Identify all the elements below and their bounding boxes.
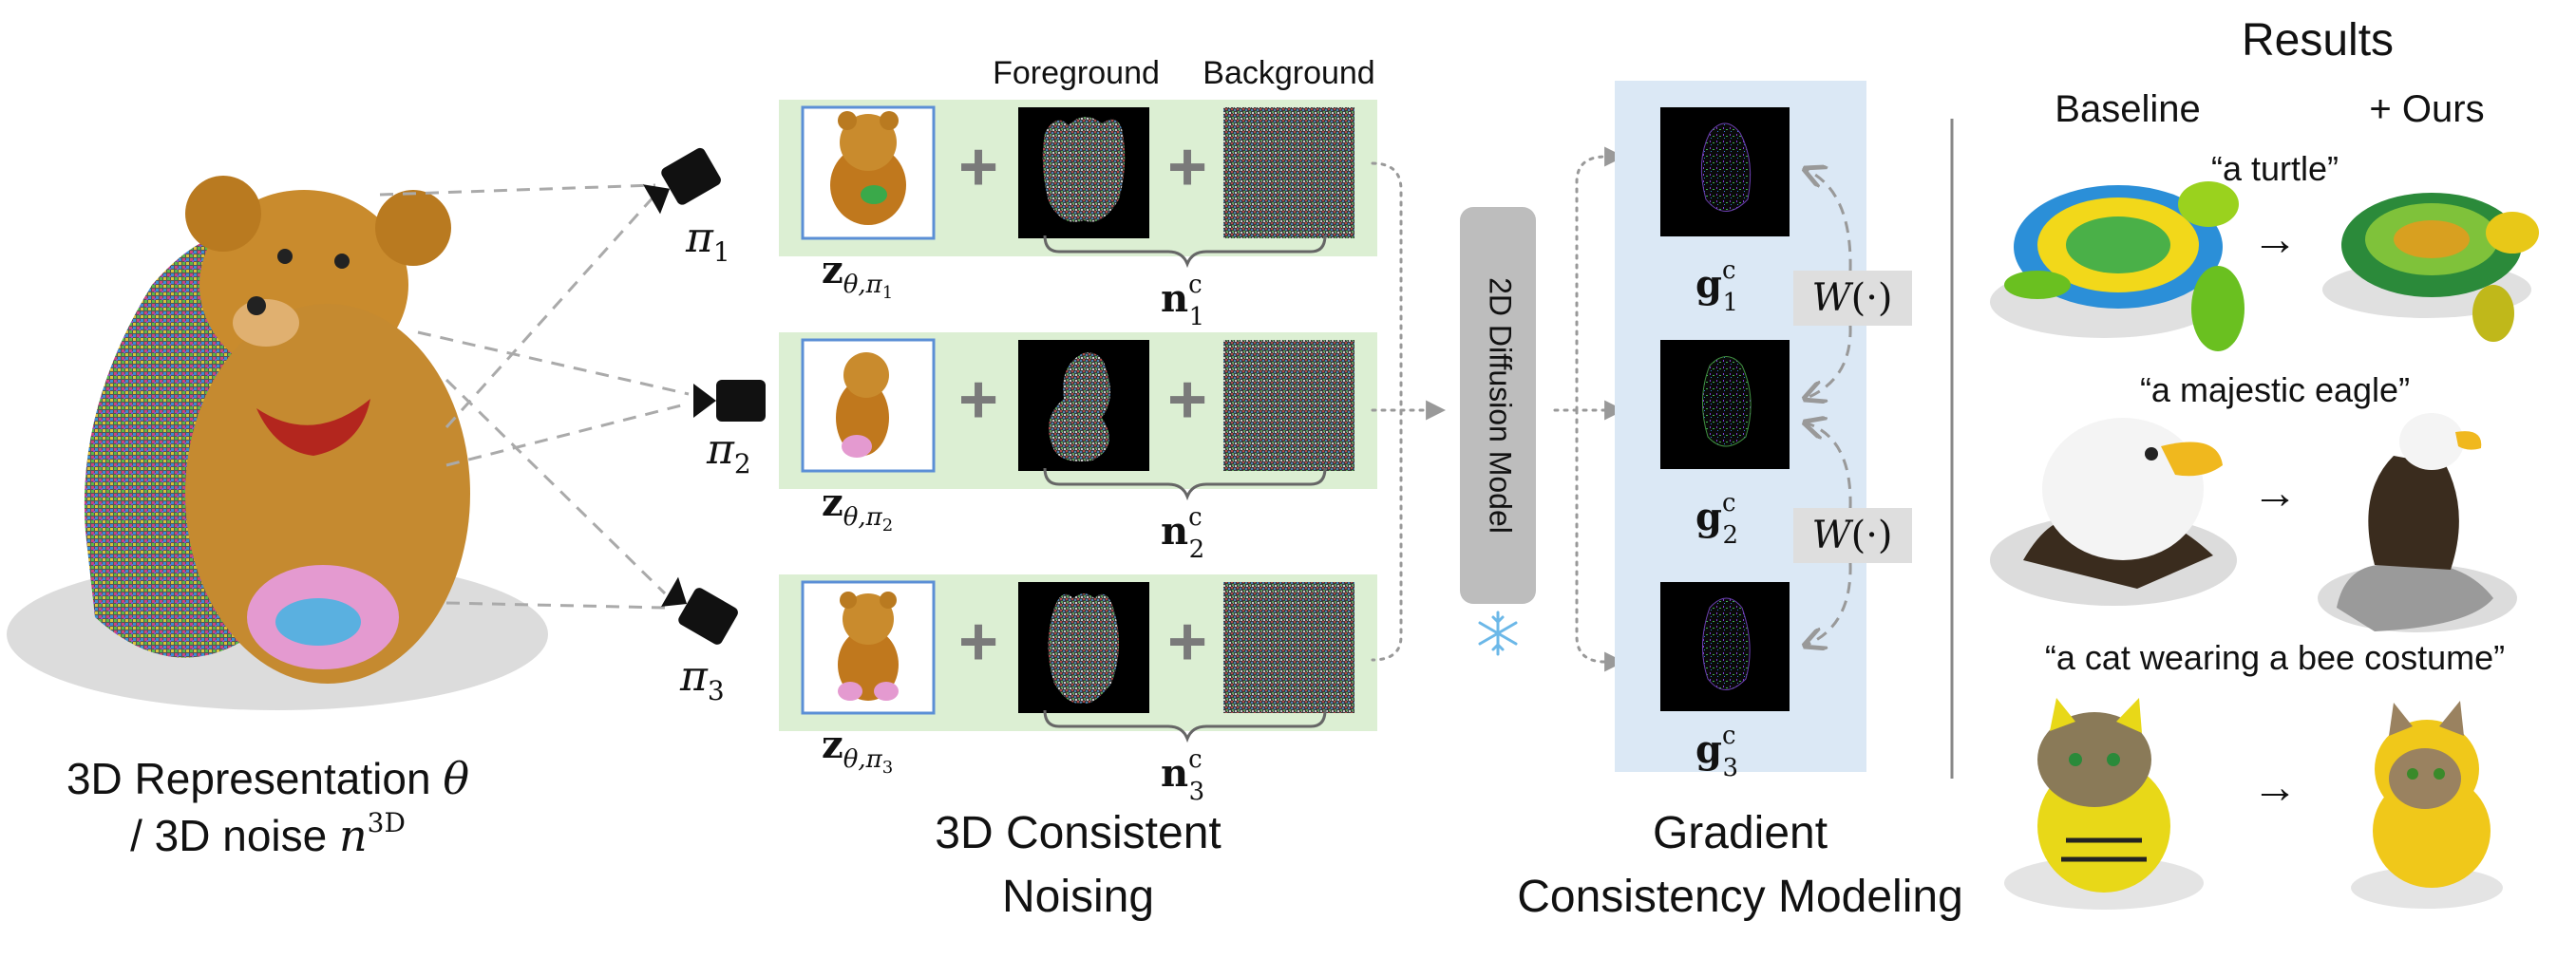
ours-turtle-image <box>2322 193 2539 342</box>
camera-3-label: π3 <box>679 652 725 706</box>
plus-sign: + <box>1167 604 1207 680</box>
ours-cat-image <box>2351 701 2503 909</box>
representation-label-line2: / 3D noise n3D <box>130 807 406 861</box>
representation-label-line1: 3D Representation θ <box>66 753 469 804</box>
arrow-cat: → <box>2252 762 2298 813</box>
camera-icon <box>693 380 766 422</box>
results-panel: Results Baseline + Ours “a turtle” → “a … <box>1990 15 2539 910</box>
baseline-turtle-image <box>1990 181 2245 351</box>
render-latent-label: zθ,π2 <box>822 480 893 536</box>
ours-eagle-image <box>2318 413 2517 632</box>
camera-1-label: π1 <box>685 214 730 268</box>
gradient-caption-line2: Consistency Modeling <box>1517 872 1963 922</box>
snowflake-icon <box>1478 611 1518 656</box>
gradient-caption-line1: Gradient <box>1653 808 1828 858</box>
plus-sign: + <box>1167 129 1207 205</box>
noise-brace <box>1043 709 1327 743</box>
weight-label-2: W(·) <box>1811 514 1892 557</box>
diffusion-input-connectors <box>1371 161 1447 662</box>
prompt-label-cat: “a cat wearing a bee costume” <box>2045 638 2505 677</box>
plus-sign: + <box>1167 362 1207 438</box>
camera-1: π1 <box>643 147 730 268</box>
weight-box-1 <box>1793 271 1912 326</box>
diffusion-model-label: 2D Diffusion Model <box>1484 277 1518 534</box>
arrow-eagle: → <box>2252 468 2298 518</box>
prompt-label-turtle: “a turtle” <box>2211 149 2339 188</box>
baseline-eagle-image <box>1990 418 2237 606</box>
prompt-label-eagle: “a majestic eagle” <box>2140 370 2410 409</box>
camera-2-label: π2 <box>706 425 751 480</box>
camera-rays <box>379 183 690 610</box>
baseline-cat-image <box>2004 698 2204 910</box>
diffusion-model: 2D Diffusion Model <box>1460 207 1536 656</box>
noise-brace <box>1043 467 1327 501</box>
noising-caption-line1: 3D Consistent <box>935 808 1221 858</box>
background-noise-image <box>1223 107 1354 238</box>
diffusion-model-box <box>1460 207 1536 604</box>
teddy-bear-noisy-image <box>84 176 470 684</box>
render-latent-label: zθ,π3 <box>822 723 893 778</box>
arrow-turtle: → <box>2252 215 2298 265</box>
weight-label-1: W(·) <box>1811 276 1892 320</box>
render-latent-label: zθ,π1 <box>822 248 893 303</box>
gradient-weight-arrows <box>1805 169 1852 646</box>
camera-icon <box>661 576 738 645</box>
diffusion-output-connectors <box>1553 146 1625 672</box>
camera-3: π3 <box>661 576 738 706</box>
background-noise-image <box>1223 340 1354 471</box>
foreground-header: Foreground <box>993 55 1160 91</box>
background-header: Background <box>1203 55 1374 91</box>
camera-icon <box>643 147 721 215</box>
camera-2: π2 <box>693 380 766 480</box>
baseline-header: Baseline <box>2055 88 2200 130</box>
results-title: Results <box>2242 15 2394 66</box>
plus-sign: + <box>958 604 998 680</box>
representation-group: 3D Representation θ / 3D noise n3D <box>7 176 548 861</box>
plus-sign: + <box>958 129 998 205</box>
plus-sign: + <box>958 362 998 438</box>
noising-caption-line2: Noising <box>1002 872 1154 922</box>
background-noise-image <box>1223 582 1354 713</box>
noise-brace <box>1043 235 1327 269</box>
weight-box-2 <box>1793 508 1912 563</box>
ours-header: + Ours <box>2369 88 2484 130</box>
